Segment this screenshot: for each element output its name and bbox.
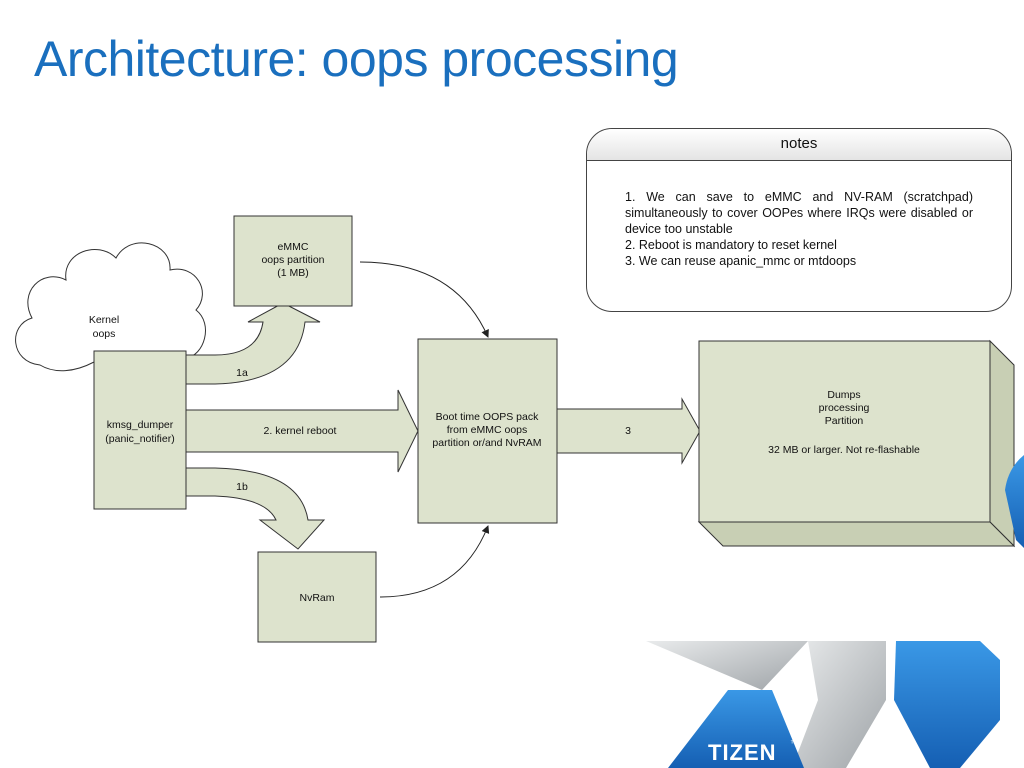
logo-gray-top-wedge [646, 641, 808, 690]
note-item-1: 1. We can save to eMMC and NV-RAM (scrat… [625, 190, 973, 236]
tizen-logo-text: TIZEN [708, 740, 777, 765]
arrow-kernel-reboot-label: 2. kernel reboot [264, 425, 337, 437]
kmsg-dumper-box [93, 350, 187, 510]
emmc-label-line1: eMMC [278, 241, 309, 253]
kmsg-dumper-label-line2: (panic_notifier) [105, 433, 174, 445]
logo-gray-middle [792, 641, 886, 768]
boot-pack-label-line1: Boot time OOPS pack [436, 411, 539, 423]
dumps-label-line1: Dumps [827, 389, 860, 401]
notes-title: notes [587, 129, 1011, 161]
nvram-label: NvRam [299, 592, 334, 604]
arrow-3 [556, 397, 701, 465]
cloud-label-line1: Kernel [89, 314, 119, 326]
curve-emmc-to-pack [359, 261, 489, 338]
curve-nvram-to-pack [379, 525, 490, 598]
dumps-label-line2: processing [819, 402, 870, 414]
boot-oops-pack-box [417, 338, 558, 524]
arrow-3-label: 3 [625, 425, 631, 437]
cloud-label-line2: oops [93, 328, 116, 340]
right-edge-accent [1005, 455, 1024, 548]
slide-title: Architecture: oops processing [34, 31, 679, 87]
tizen-logo: TIZEN ™ [646, 641, 1000, 768]
tizen-trademark: ™ [790, 739, 798, 748]
notes-panel: notes 1. We can save to eMMC and NV-RAM … [586, 128, 1012, 312]
arrow-1b-label: 1b [236, 481, 248, 493]
arrow-1a-label: 1a [236, 367, 248, 379]
boot-pack-label-line3: partition or/and NvRAM [432, 437, 541, 449]
dumps-box-bottom [697, 521, 1016, 547]
dumps-label-line3: Partition [825, 415, 864, 427]
dumps-partition-box [698, 340, 991, 523]
note-item-3: 3. We can reuse apanic_mmc or mtdoops [625, 254, 857, 268]
note-item-2: 2. Reboot is mandatory to reset kernel [625, 238, 837, 252]
arrow-kernel-reboot [185, 389, 419, 473]
emmc-label-line3: (1 MB) [277, 267, 309, 279]
notes-body: 1. We can save to eMMC and NV-RAM (scrat… [587, 161, 1011, 269]
nvram-box [257, 551, 377, 643]
logo-blue-right [894, 641, 1000, 768]
boot-pack-label-line2: from eMMC oops [447, 424, 528, 436]
emmc-partition-box [233, 215, 353, 307]
kmsg-dumper-label-line1: kmsg_dumper [107, 419, 174, 431]
dumps-label-line4: 32 MB or larger. Not re-flashable [768, 444, 920, 456]
emmc-label-line2: oops partition [261, 254, 324, 266]
dumps-box-side [989, 339, 1015, 548]
arrow-1b [185, 467, 326, 550]
arrow-1a [185, 302, 321, 385]
logo-blue-bottom [668, 690, 804, 768]
